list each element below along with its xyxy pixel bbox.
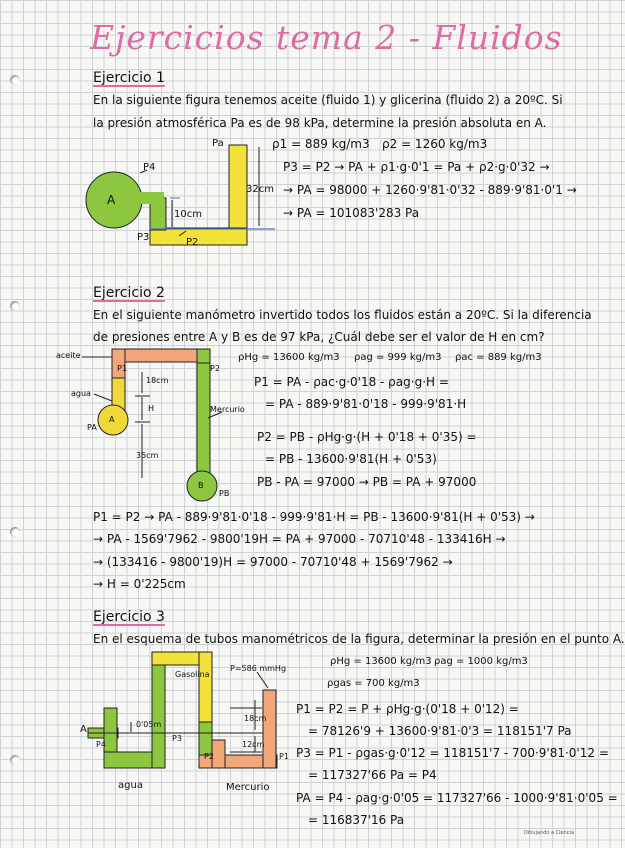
label-pb: PB [219, 489, 230, 498]
label-35cm: 35cm [136, 451, 159, 460]
footer-signature: Dibujando a Ciencia [524, 830, 575, 836]
label-pa: Pa [212, 138, 224, 149]
ex2-result: → H = 0'225cm [93, 577, 186, 591]
diagram-ex3 [87, 651, 278, 769]
diagram-ex1 [85, 144, 275, 246]
label-p2: P2 [210, 364, 220, 373]
label-12cm: 12cm [242, 740, 265, 749]
exercise-3-statement: En el esquema de tubos manométricos de l… [93, 632, 625, 646]
density-2: ρ2 = 1260 kg/m3 [382, 137, 488, 151]
ex2-line: PB - PA = 97000 → PB = PA + 97000 [257, 475, 477, 489]
label-aceite: aceite [56, 351, 81, 360]
label-18cm: 18cm [244, 714, 267, 723]
label-point-a: A [80, 724, 87, 735]
label-p1: P1 [279, 752, 289, 761]
ex2-line: P1 = PA - ρac·g·0'18 - ρag·g·H = [254, 375, 449, 389]
ex2-line: → PA - 1569'7962 - 9800'19H = PA + 97000… [93, 532, 506, 546]
ex2-line: = PA - 889·9'81·0'18 - 999·9'81·H [265, 397, 467, 411]
label-18cm: 18cm [146, 376, 169, 385]
label-p2: P2 [204, 752, 214, 761]
ex3-line: PA = P4 - ρag·g·0'05 = 117327'66 - 1000·… [296, 791, 618, 805]
label-p3: P3 [137, 232, 150, 243]
label-p2: P2 [186, 237, 199, 248]
label-10cm: 10cm [174, 209, 202, 220]
label-tank-b: B [198, 481, 204, 490]
diagram-ex2 [82, 348, 223, 502]
label-32cm: 32cm [246, 184, 274, 195]
ex3-line: P3 = P1 - ρgas·g·0'12 = 118151'7 - 700·9… [296, 746, 609, 760]
label-tank-a: A [107, 193, 116, 207]
label-agua: agua [118, 780, 143, 791]
ex2-line: P2 = PB - ρHg·g·(H + 0'18 + 0'35) = [257, 430, 477, 444]
ex1-line: P3 = P2 → PA + ρ1·g·0'1 = Pa + ρ2·g·0'32… [283, 160, 550, 174]
label-tank-a: A [109, 415, 115, 424]
label-agua: agua [71, 389, 91, 398]
density-hg: ρHg = 13600 kg/m3 [330, 656, 432, 667]
ex3-line: P1 = P2 = P + ρHg·g·(0'18 + 0'12) = [296, 702, 519, 716]
density-ac: ρac = 889 kg/m3 [455, 352, 542, 363]
exercise-3-heading: Ejercicio 3 [93, 609, 165, 625]
exercise-1-statement: En la siguiente figura tenemos aceite (f… [93, 93, 563, 107]
density-hg: ρHg = 13600 kg/m3 [238, 352, 340, 363]
ex2-line: → (133416 - 9800'19)H = 97000 - 70710'48… [93, 555, 453, 569]
label-p4: P4 [143, 162, 156, 173]
label-p-atm: P=586 mmHg [230, 664, 287, 673]
label-p1: P1 [117, 364, 127, 373]
label-pa: PA [87, 423, 97, 432]
exercise-1-heading: Ejercicio 1 [93, 70, 165, 86]
label-h: H [148, 404, 155, 413]
ex3-line: = 78126'9 + 13600·9'81·0'3 = 118151'7 Pa [308, 724, 572, 738]
exercise-2-heading: Ejercicio 2 [93, 285, 165, 301]
ex3-line: = 117327'66 Pa = P4 [308, 768, 437, 782]
ex2-line: P1 = P2 → PA - 889·9'81·0'18 - 999·9'81·… [93, 510, 535, 524]
label-p4: P4 [96, 740, 106, 749]
density-ag: ρag = 1000 kg/m3 [434, 656, 528, 667]
ex2-line: = PB - 13600·9'81(H + 0'53) [265, 452, 437, 466]
binder-hole [10, 75, 20, 85]
ex1-result: → PA = 101083'283 Pa [283, 206, 420, 220]
page-title: Ejercicios tema 2 - Fluidos [90, 18, 563, 57]
density-1: ρ1 = 889 kg/m3 [272, 137, 370, 151]
label-gasolina: Gasolina [175, 670, 210, 679]
exercise-1-statement: la presión atmosférica Pa es de 98 kPa, … [93, 116, 547, 130]
binder-hole [10, 301, 20, 311]
density-ag: ρag = 999 kg/m3 [354, 352, 442, 363]
label-mercurio: Mercurio [210, 405, 245, 414]
label-p3: P3 [172, 734, 182, 743]
ex1-line: → PA = 98000 + 1260·9'81·0'32 - 889·9'81… [283, 183, 577, 197]
label-mercurio: Mercurio [226, 782, 270, 793]
density-gas: ρgas = 700 kg/m3 [327, 678, 420, 689]
exercise-2-statement: de presiones entre A y B es de 97 kPa, ¿… [93, 330, 545, 344]
label-0-05m: 0'05m [136, 720, 162, 729]
binder-hole [10, 755, 20, 765]
binder-hole [10, 527, 20, 537]
ex3-result: = 116837'16 Pa [308, 813, 405, 827]
exercise-2-statement: En el siguiente manómetro invertido todo… [93, 308, 592, 322]
